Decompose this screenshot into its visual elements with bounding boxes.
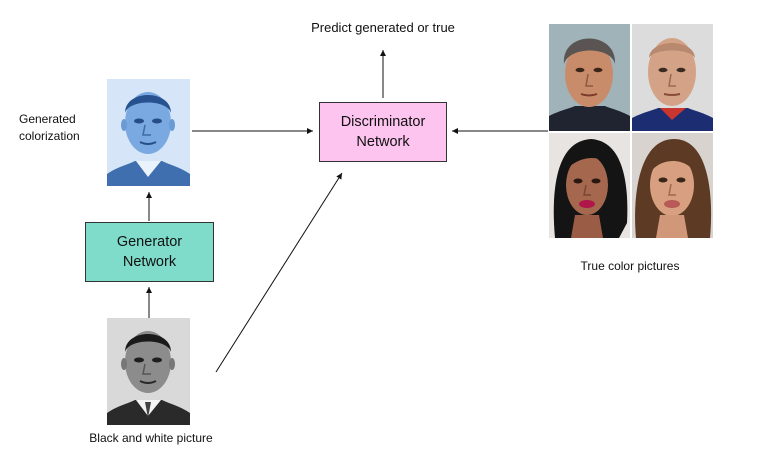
grayscale-face-icon xyxy=(107,318,190,425)
generated-portrait-image xyxy=(107,79,190,186)
woman-face-icon xyxy=(549,133,630,238)
generator-network-box: Generator Network xyxy=(85,222,214,282)
man-face-icon xyxy=(632,24,713,131)
true-color-collage xyxy=(549,24,713,238)
true-portrait-2 xyxy=(632,24,713,131)
true-portrait-3 xyxy=(549,133,630,238)
true-portrait-4 xyxy=(632,133,713,238)
arrow-bw-to-discriminator xyxy=(215,172,343,373)
discriminator-network-label: Discriminator Network xyxy=(340,114,426,150)
discriminator-network-box: Discriminator Network xyxy=(319,102,447,162)
man-face-icon xyxy=(549,24,630,131)
bw-portrait-image xyxy=(107,318,190,425)
generated-colorization-label: Generated colorization xyxy=(19,112,80,143)
blue-face-icon xyxy=(107,79,190,186)
true-portrait-1 xyxy=(549,24,630,131)
output-label: Predict generated or true xyxy=(311,20,455,35)
true-color-pictures-label: True color pictures xyxy=(580,259,680,273)
bw-picture-label: Black and white picture xyxy=(89,431,213,445)
woman-face-icon xyxy=(632,133,713,238)
generator-network-label: Generator Network xyxy=(116,234,183,270)
